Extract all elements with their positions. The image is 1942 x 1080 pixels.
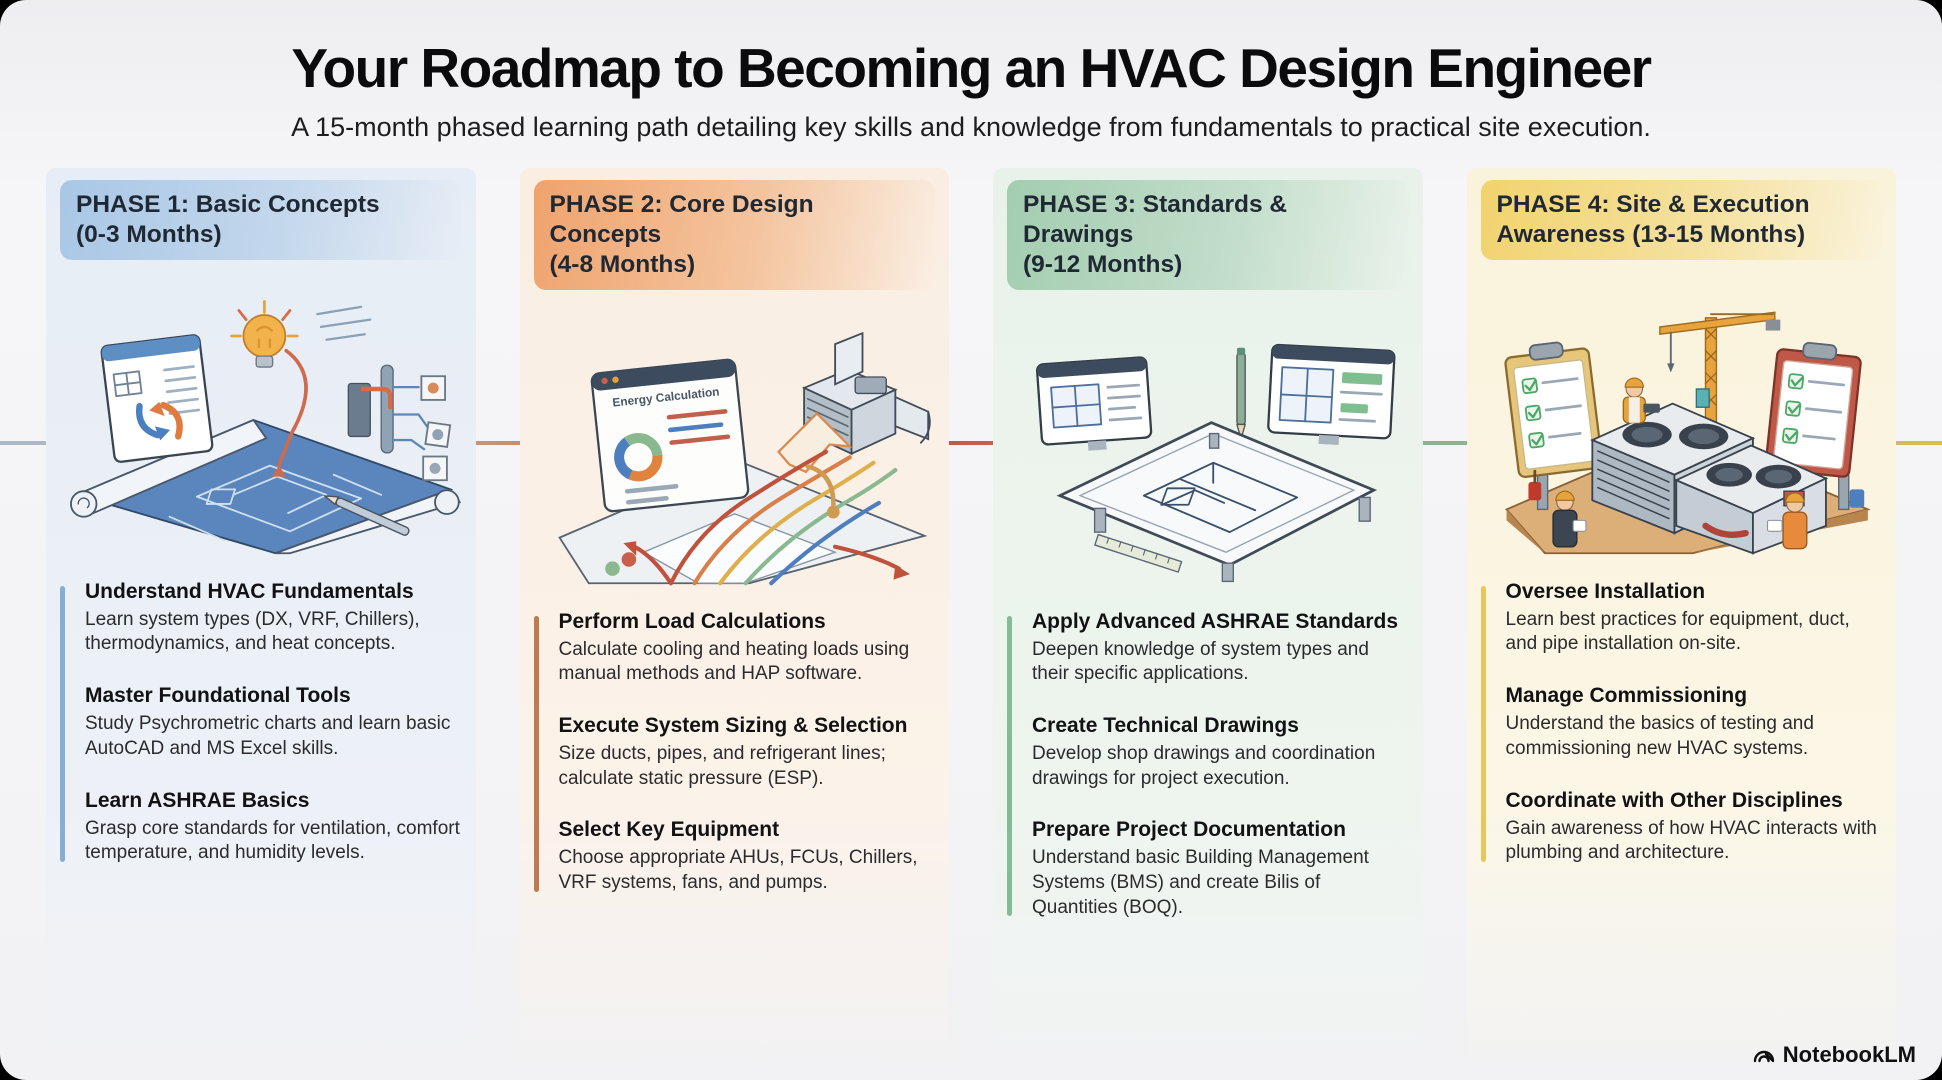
list-item: Perform Load Calculations Calculate cool… [559,610,936,687]
crane-icon [1658,311,1780,428]
item-heading: Oversee Installation [1505,579,1706,603]
phase-3-label-line2: (9-12 Months) [1023,250,1183,278]
phase-2-label-line2: (4-8 Months) [549,250,696,278]
item-heading: Perform Load Calculations [558,609,826,633]
phase-1-illustration [60,274,462,566]
blueprint-illustration-icon [70,299,462,554]
item-heading: Select Key Equipment [558,818,780,842]
list-item: Apply Advanced ASHRAE Standards Deepen k… [1032,610,1409,687]
phase-3-illustration [1007,304,1409,596]
worker-icon [1622,377,1660,424]
footer-watermark: NotebookLM [1752,1042,1916,1068]
worker-icon [1766,492,1807,550]
hvac-condenser-icon [1673,444,1828,555]
drafting-tablet-illustration-icon [1035,343,1396,582]
page-title: Your Roadmap to Becoming an HVAC Design … [291,37,1652,99]
notebooklm-logo-icon [1753,1050,1774,1063]
item-heading: Master Foundational Tools [85,684,351,708]
load-calculation-illustration-icon: Energy Calculation [557,331,931,585]
worker-icon [1551,490,1586,548]
phase-1-items: Understand HVAC Fundamentals Learn syste… [60,580,462,866]
list-item: Execute System Sizing & Selection Size d… [559,714,936,791]
list-item: Select Key Equipment Choose appropriate … [559,818,936,895]
list-item: Create Technical Drawings Develop shop d… [1032,714,1409,791]
header: Your Roadmap to Becoming an HVAC Design … [0,0,1942,143]
phase-2-column: PHASE 2: Core Design Concepts (4-8 Month… [519,168,949,1080]
item-body: Gain awareness of how HVAC interacts wit… [1505,817,1877,864]
item-body: Calculate cooling and heating loads usin… [558,638,910,685]
phase-1-label-line2: (0-3 Months) [76,220,222,248]
item-heading: Prepare Project Documentation [1032,818,1346,842]
list-item: Master Foundational Tools Study Psychrom… [85,684,462,761]
list-item: Oversee Installation Learn best practice… [1506,580,1883,657]
item-body: Grasp core standards for ventilation, co… [85,817,460,864]
phase-3-items: Apply Advanced ASHRAE Standards Deepen k… [1007,610,1409,921]
item-body: Size ducts, pipes, and refrigerant lines… [558,743,886,789]
item-heading: Create Technical Drawings [1032,714,1299,737]
item-heading: Apply Advanced ASHRAE Standards [1032,609,1399,633]
phase-3-badge: PHASE 3: Standards & Drawings (9-12 Mont… [1007,180,1409,290]
item-heading: Coordinate with Other Disciplines [1505,788,1843,812]
item-body: Understand basic Building Management Sys… [1032,847,1369,918]
list-item: Coordinate with Other Disciplines Gain a… [1506,789,1883,866]
item-heading: Understand HVAC Fundamentals [85,579,414,603]
phase-3-column: PHASE 3: Standards & Drawings (9-12 Mont… [993,168,1423,1080]
phase-4-label-line2: Awareness (13-15 Months) [1496,220,1806,248]
phase-2-illustration: Energy Calculation [534,304,936,596]
phase-2-label-line1: PHASE 2: Core Design Concepts [549,191,814,248]
item-body: Study Psychrometric charts and learn bas… [85,713,451,759]
phase-4-badge: PHASE 4: Site & Execution Awareness (13-… [1480,180,1882,260]
list-item: Prepare Project Documentation Understand… [1032,818,1409,920]
item-heading: Execute System Sizing & Selection [558,714,908,737]
phase-1-column: PHASE 1: Basic Concepts (0-3 Months) [46,168,476,1080]
item-body: Deepen knowledge of system types and the… [1032,638,1369,685]
phase-4-label-line1: PHASE 4: Site & Execution [1496,191,1810,218]
list-item: Manage Commissioning Understand the basi… [1506,684,1883,761]
phase-2-badge: PHASE 2: Core Design Concepts (4-8 Month… [533,180,935,290]
item-heading: Learn ASHRAE Basics [85,788,310,812]
list-item: Learn ASHRAE Basics Grasp core standards… [85,789,462,866]
brand-name: NotebookLM [1782,1042,1916,1067]
item-body: Develop shop drawings and coordination d… [1032,743,1376,789]
phase-connector-line [0,441,1942,445]
checklist-clipboard-icon [1764,341,1862,478]
phase-4-column: PHASE 4: Site & Execution Awareness (13-… [1466,168,1896,1080]
phase-4-illustration [1481,274,1883,566]
phase-1-badge: PHASE 1: Basic Concepts (0-3 Months) [60,180,462,260]
phase-4-items: Oversee Installation Learn best practice… [1480,580,1883,866]
item-body: Choose appropriate AHUs, FCUs, Chillers,… [558,847,918,894]
page-subtitle: A 15-month phased learning path detailin… [291,112,1651,142]
item-body: Learn system types (DX, VRF, Chillers), … [85,608,420,655]
list-item: Understand HVAC Fundamentals Learn syste… [85,580,462,657]
item-heading: Manage Commissioning [1505,684,1748,708]
phase-2-items: Perform Load Calculations Calculate cool… [533,610,936,896]
construction-site-illustration-icon [1503,311,1871,555]
checklist-clipboard-icon [1503,341,1603,478]
phase-1-label-line1: PHASE 1: Basic Concepts [76,191,380,218]
phase-3-label-line1: PHASE 3: Standards & Drawings [1023,191,1288,248]
item-body: Understand the basics of testing and com… [1505,713,1814,759]
item-body: Learn best practices for equipment, duct… [1505,608,1850,655]
phase-columns: PHASE 1: Basic Concepts (0-3 Months) [46,168,1896,1080]
